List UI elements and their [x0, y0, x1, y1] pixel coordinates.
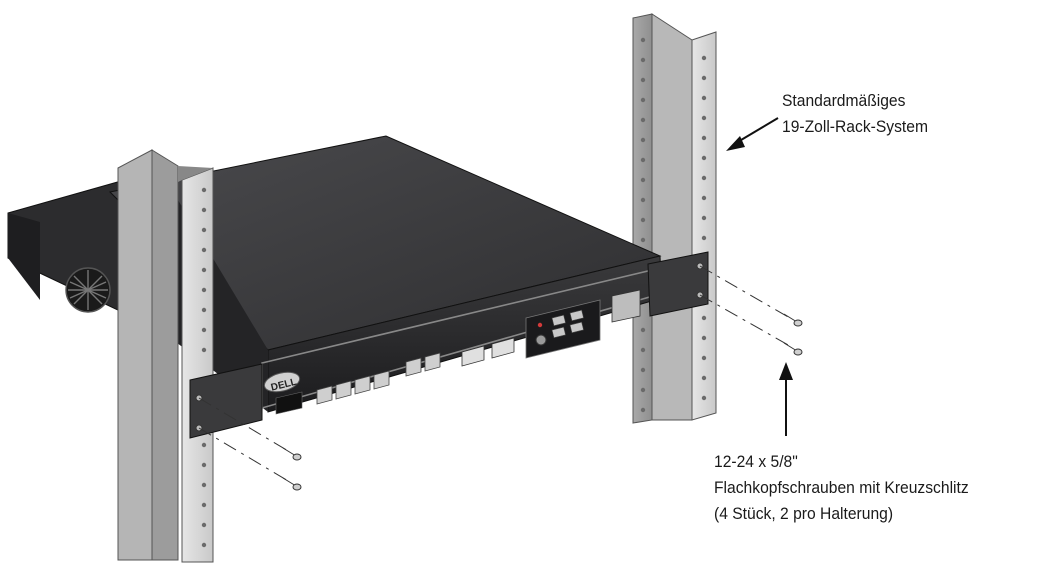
fan-grille: [65, 267, 111, 313]
right-rack-rail: [632, 13, 717, 424]
screw-guides: [198, 265, 791, 483]
screws: [282, 313, 803, 491]
rack-callout-arrow-icon: [726, 117, 779, 151]
rack-system-label-line2: 19-Zoll-Rack-System: [782, 117, 929, 136]
screw-icon: [783, 313, 803, 327]
rj45-ports-group-1: [316, 370, 390, 405]
sfp-ports: [461, 337, 515, 367]
screw-spec-label-line1: 12-24 x 5/8": [714, 452, 798, 471]
screw-icon: [282, 447, 302, 461]
rj45-ports-group-2: [405, 352, 441, 377]
console-port: [611, 289, 641, 323]
screw-spec-label-line2: Flachkopfschrauben mit Kreuzschlitz: [714, 478, 969, 497]
screw-callout-arrow-icon: [779, 362, 793, 436]
rack-system-label: Standardmäßiges 19-Zoll-Rack-System: [782, 88, 928, 140]
right-mounting-bracket: [647, 251, 709, 317]
dell-logo: [263, 371, 301, 393]
screw-icon: [783, 342, 803, 356]
rack-system-label-line1: Standardmäßiges: [782, 91, 906, 110]
screw-spec-label: 12-24 x 5/8" Flachkopfschrauben mit Kreu…: [714, 449, 969, 527]
status-led: [537, 322, 543, 328]
network-switch: DELL: [7, 135, 663, 415]
left-rack-rail: [117, 149, 214, 563]
screw-spec-label-line3: (4 Stück, 2 pro Halterung): [714, 504, 894, 523]
screw-icon: [282, 477, 302, 491]
reset-button: [535, 334, 547, 346]
status-panel: [525, 299, 601, 359]
